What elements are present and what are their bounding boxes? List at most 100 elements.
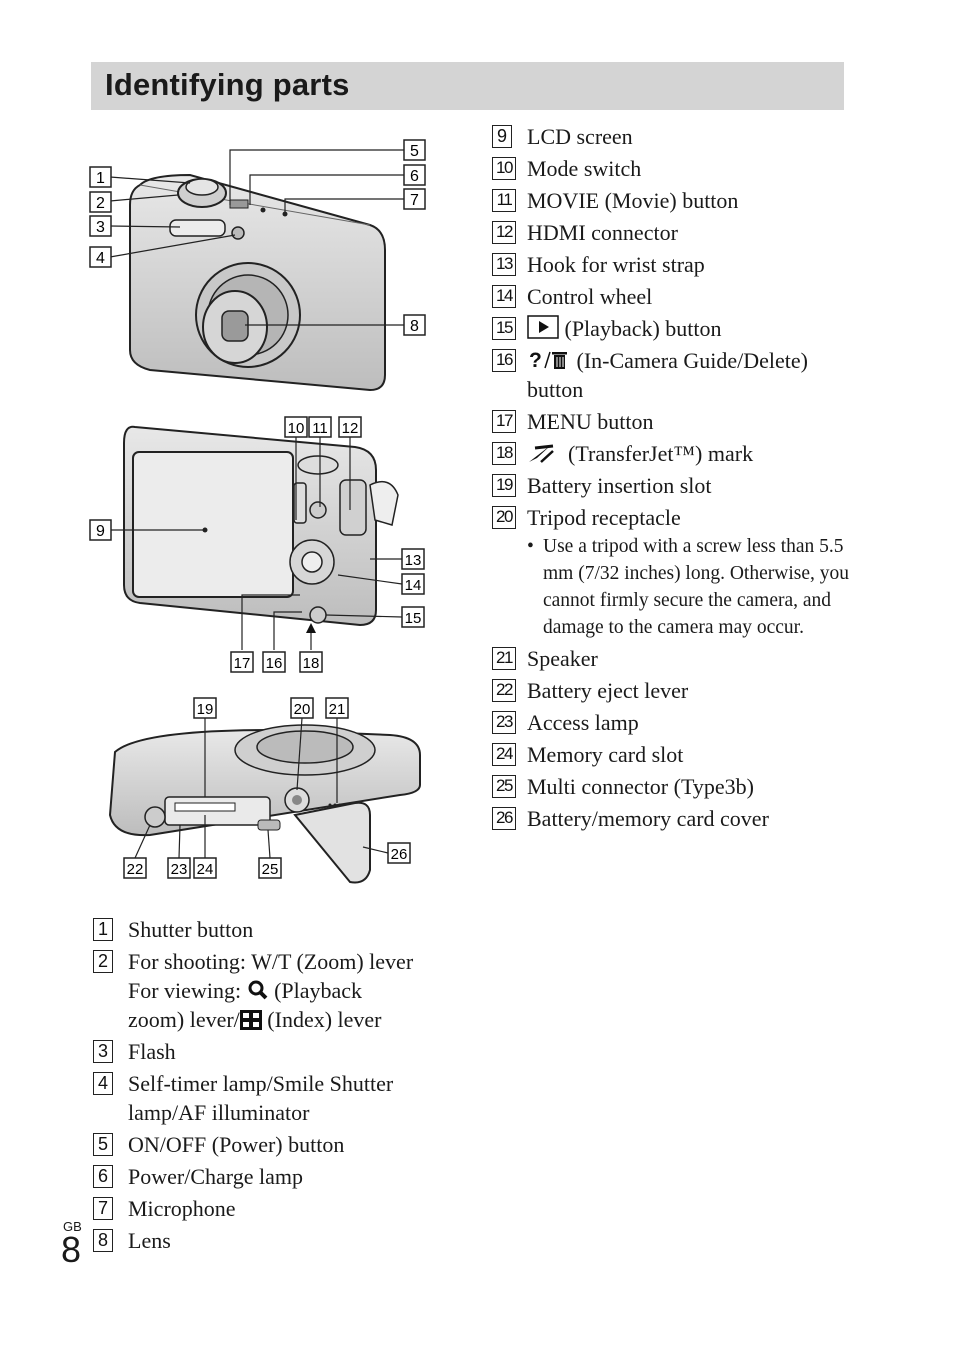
svg-text:23: 23 — [171, 861, 188, 878]
item-text: Memory card slot — [527, 742, 684, 767]
item-text: MOVIE (Movie) button — [527, 188, 739, 213]
callout-11: 11 — [308, 416, 332, 438]
item-number: 13 — [492, 253, 516, 276]
item-text: Lens — [128, 1228, 171, 1253]
item-number: 17 — [492, 410, 516, 433]
callout-16: 16 — [262, 651, 286, 673]
callout-6: 6 — [403, 164, 426, 186]
item-text: Access lamp — [527, 710, 639, 735]
item-number: 16 — [492, 349, 516, 372]
callout-15: 15 — [401, 606, 425, 628]
callout-19: 19 — [193, 697, 217, 719]
list-item: 18 (TransferJet™) mark — [492, 439, 852, 468]
item-text: Multi connector (Type3b) — [527, 774, 754, 799]
item-text: Self-timer lamp/Smile Shutter lamp/AF il… — [128, 1071, 394, 1125]
item-text: For shooting: W/T (Zoom) lever — [128, 949, 414, 974]
item-number: 5 — [93, 1133, 113, 1156]
page-number: 8 — [61, 1229, 82, 1270]
index-grid-icon — [239, 1010, 262, 1030]
callout-23: 23 — [167, 857, 191, 879]
callout-22: 22 — [123, 857, 147, 879]
callout-3: 3 — [89, 215, 112, 237]
item-number: 4 — [93, 1072, 113, 1095]
item-text-line2b: (Playback — [274, 978, 363, 1003]
item-number: 20 — [492, 506, 516, 529]
callout-2: 2 — [89, 191, 112, 213]
item-text: Flash — [128, 1039, 176, 1064]
callout-labels: 1 2 3 4 5 6 7 8 9 10 11 12 13 14 15 17 1… — [89, 139, 426, 879]
item-text: ON/OFF (Power) button — [128, 1132, 345, 1157]
item-text: Power/Charge lamp — [128, 1164, 303, 1189]
item-number: 6 — [93, 1165, 113, 1188]
svg-text:2: 2 — [96, 195, 105, 212]
callout-14: 14 — [401, 573, 425, 595]
list-item: 16? (In-Camera Guide/Delete) button — [492, 346, 852, 404]
callout-21: 21 — [325, 697, 349, 719]
item-number: 24 — [492, 743, 516, 766]
callout-24: 24 — [193, 857, 217, 879]
transferjet-icon — [529, 444, 554, 463]
svg-text:17: 17 — [234, 655, 251, 672]
item-text: Control wheel — [527, 284, 653, 309]
camera-front-view — [109, 149, 404, 392]
list-item: 24 Memory card slot — [492, 740, 852, 769]
item-number: 9 — [492, 125, 512, 148]
item-text: Speaker — [527, 646, 598, 671]
callout-13: 13 — [401, 548, 425, 570]
item-text: Shutter button — [128, 917, 254, 942]
magnifier-icon — [248, 980, 267, 1000]
item-note: Use a tripod with a screw less than 5.5 … — [527, 533, 852, 641]
callout-18: 18 — [299, 651, 323, 673]
page-title: Identifying parts — [105, 67, 350, 102]
svg-text:3: 3 — [96, 219, 105, 236]
item-text-line3b: (Index) lever — [267, 1007, 382, 1032]
item-number: 3 — [93, 1040, 113, 1063]
svg-text:15: 15 — [405, 610, 422, 627]
item-number: 12 — [492, 221, 516, 244]
svg-text:13: 13 — [405, 552, 422, 569]
svg-text:18: 18 — [303, 655, 320, 672]
item-text: Battery insertion slot — [527, 473, 712, 498]
item-text: Mode switch — [527, 156, 642, 181]
callout-9: 9 — [89, 519, 112, 541]
item-number: 26 — [492, 807, 516, 830]
svg-text:20: 20 — [294, 701, 311, 718]
callout-1: 1 — [89, 166, 112, 188]
svg-text:8: 8 — [410, 318, 419, 335]
item-number: 11 — [492, 189, 516, 212]
svg-text:1: 1 — [96, 170, 105, 187]
item-text: (In-Camera Guide/Delete) button — [527, 348, 808, 402]
callout-20: 20 — [290, 697, 314, 719]
svg-text:19: 19 — [197, 701, 214, 718]
item-text: (Playback) button — [564, 316, 722, 341]
callout-5: 5 — [403, 139, 426, 161]
camera-illustrations: 1 2 3 4 5 6 7 8 9 10 11 12 13 14 15 17 1… — [89, 139, 426, 884]
svg-text:22: 22 — [127, 861, 144, 878]
callout-26: 26 — [387, 842, 411, 864]
svg-text:12: 12 — [342, 420, 359, 437]
item-number: 14 — [492, 285, 516, 308]
list-item: 5 ON/OFF (Power) button — [93, 1130, 453, 1159]
item-text: HDMI connector — [527, 220, 678, 245]
callout-17: 17 — [230, 651, 254, 673]
svg-text:9: 9 — [96, 523, 105, 540]
item-number: 7 — [93, 1197, 113, 1220]
callout-7: 7 — [403, 188, 426, 210]
item-text: Tripod receptacle — [527, 505, 681, 530]
svg-text:6: 6 — [410, 168, 419, 185]
guide-delete-icon: ? — [529, 349, 567, 371]
svg-text:21: 21 — [329, 701, 346, 718]
item-text-line3a: zoom) lever/ — [128, 1007, 240, 1032]
callout-25: 25 — [258, 857, 282, 879]
item-number: 23 — [492, 711, 516, 734]
